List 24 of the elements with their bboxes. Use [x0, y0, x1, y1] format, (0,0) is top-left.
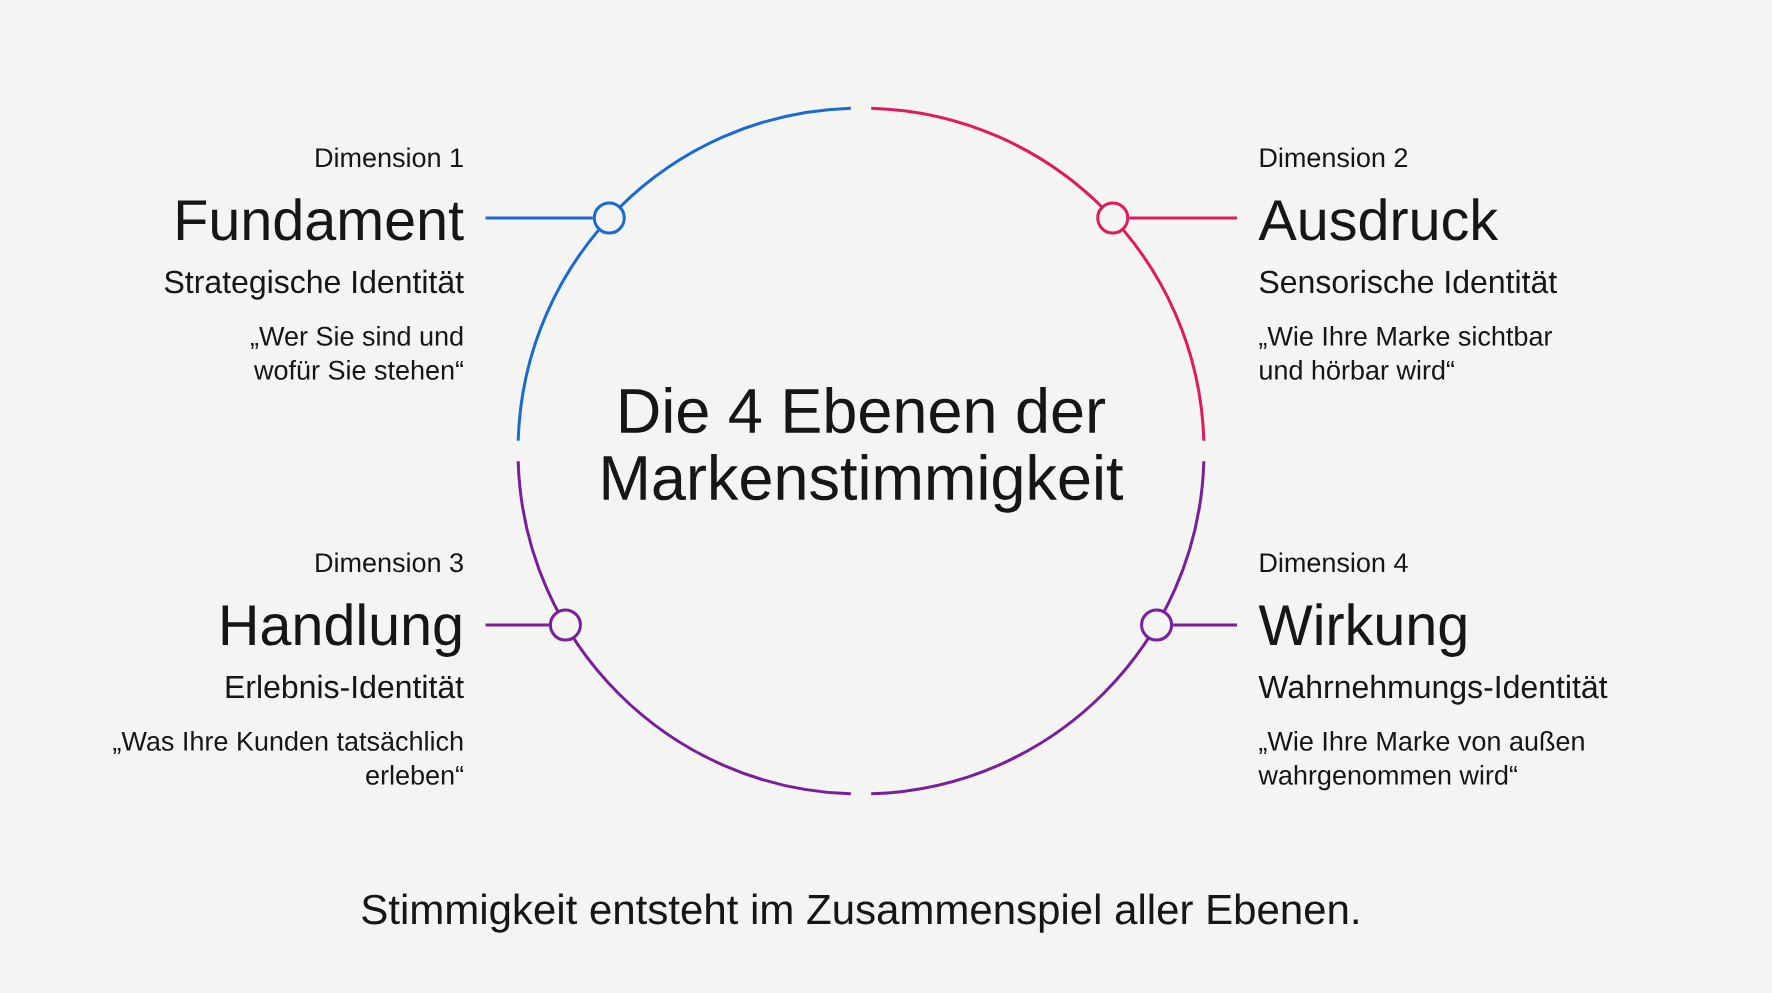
dimension-label: Dimension 2	[1260, 147, 1408, 168]
caption: Stimmigkeit entsteht im Zusammenspiel aller Ebenen.	[362, 893, 1358, 933]
dimension-label: Dimension 3	[316, 552, 463, 573]
connector-line	[1173, 623, 1237, 627]
heading: Handlung	[222, 603, 461, 657]
subheading: Strategische Identität	[164, 269, 464, 300]
heading: Fundament	[177, 198, 464, 241]
title: Die 4 Ebenen der Markenstimmigkeit	[603, 387, 1123, 513]
dimension-label: Dimension 4	[1260, 552, 1408, 573]
connector-line	[485, 623, 549, 627]
quote: „Wer Sie sind und wofür Sie stehen“	[251, 326, 464, 380]
subheading: Sensorische Identität	[1259, 269, 1557, 294]
connector-line	[485, 216, 593, 220]
quote: „Wie Ihre Marke sichtbar und hörbar wird“	[1259, 326, 1552, 380]
connector-line	[1129, 216, 1237, 220]
heading: Wirkung	[1258, 603, 1466, 657]
quote: „Was Ihre Kunden tatsächlich erleben“	[113, 731, 464, 785]
subheading: Erlebnis-Identität	[226, 674, 464, 699]
subheading: Wahrnehmungs-Identität	[1258, 674, 1608, 705]
dimension-label: Dimension 1	[316, 147, 463, 168]
heading: Ausdruck	[1258, 198, 1499, 241]
quote: „Wie Ihre Marke von außen wahrgenommen wird“	[1258, 731, 1584, 791]
circle-marker	[592, 201, 626, 235]
circle-marker	[1096, 201, 1130, 235]
